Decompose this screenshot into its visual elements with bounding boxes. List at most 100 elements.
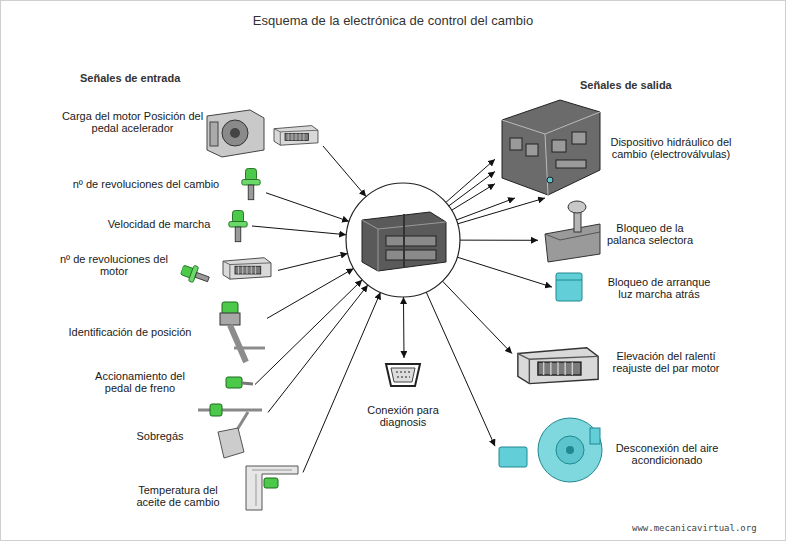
brake-switch xyxy=(226,377,253,388)
watermark: www.mecanicavirtual.org xyxy=(632,523,757,533)
control-unit-picture xyxy=(362,212,446,271)
relay xyxy=(556,280,582,281)
signal-arrow xyxy=(278,253,348,270)
section-heading: Señales de entrada xyxy=(80,72,180,84)
input-signal: Accionamiento del pedal de freno xyxy=(85,368,255,398)
input-signal: nº de revoluciones del motor xyxy=(60,250,278,284)
control-unit-picture xyxy=(386,250,436,260)
signal-arrow xyxy=(255,280,362,385)
signal-arrow xyxy=(323,146,366,197)
selector-lever xyxy=(545,201,600,262)
compressor xyxy=(590,428,600,444)
engine-load-unit xyxy=(222,120,248,146)
input-signal: nº de revoluciones del cambio xyxy=(60,170,266,208)
signal-arrow xyxy=(442,281,512,353)
relay xyxy=(556,273,582,301)
signal-arrow xyxy=(457,257,552,287)
engine-speed-sensor xyxy=(179,262,211,287)
kickdown-pedal xyxy=(198,409,262,412)
signal-arrow xyxy=(266,193,349,222)
hydraulic-unit xyxy=(510,138,522,150)
kickdown-pedal xyxy=(198,404,262,458)
diagnosis-socket xyxy=(386,364,420,386)
hydraulic-unit xyxy=(502,112,600,195)
control-unit-outline xyxy=(346,183,460,297)
signal-label: Elevación del ralentí reajuste del par m… xyxy=(602,350,730,374)
engine-load-unit xyxy=(274,126,318,146)
control-unit-picture xyxy=(362,212,446,271)
position-switch xyxy=(220,313,240,325)
selector-lever xyxy=(545,232,600,240)
signal-arrow xyxy=(452,184,495,211)
engine-speed-sensor xyxy=(179,258,271,287)
signal-label: Identificación de posición xyxy=(52,326,208,338)
oil-temperature-sensor xyxy=(252,470,292,506)
engine-speed-sensor xyxy=(223,258,271,279)
gearbox-speed-sensor xyxy=(242,169,260,200)
signal-arrow xyxy=(426,292,495,446)
diagnosis-connector: Conexión para diagnosis xyxy=(360,358,448,432)
control-unit xyxy=(345,182,461,298)
output-signal: Bloqueo de arranque luz marcha atrás xyxy=(552,270,728,308)
kickdown-pedal xyxy=(218,428,244,458)
oil-temperature-sensor xyxy=(264,478,278,488)
selector-lever xyxy=(568,201,586,213)
hydraulic-unit xyxy=(502,100,600,195)
signal-arrow xyxy=(458,198,545,224)
input-signal: Carga del motor Posición del pedal acele… xyxy=(55,104,323,160)
diagnosis-socket xyxy=(396,372,411,377)
signal-label: Velocidad de marcha xyxy=(100,218,218,230)
hydraulic-unit xyxy=(572,132,586,144)
input-signal: Identificación de posición xyxy=(52,298,267,366)
position-switch xyxy=(222,302,238,314)
signal-label: Dispositivo hidráulico del cambio (elect… xyxy=(601,136,741,160)
compressor xyxy=(499,418,602,482)
position-switch xyxy=(234,347,265,350)
signal-label: Bloqueo de la palanca selectora xyxy=(600,222,700,246)
engine-load-unit xyxy=(207,110,264,157)
signal-arrow xyxy=(403,297,405,358)
control-unit-outline xyxy=(345,182,461,298)
engine-load-unit xyxy=(230,128,240,138)
hydraulic-unit xyxy=(526,144,538,156)
gearbox-speed-sensor xyxy=(242,169,260,200)
position-switch xyxy=(230,325,246,362)
control-unit-picture xyxy=(386,236,436,246)
signal-label: nº de revoluciones del cambio xyxy=(60,178,232,190)
brake-switch xyxy=(226,377,242,388)
hydraulic-unit xyxy=(556,160,586,168)
signal-label: nº de revoluciones del motor xyxy=(60,253,168,277)
diagnosis-socket xyxy=(386,364,420,386)
engine-load-unit xyxy=(207,110,318,157)
signal-label: Carga del motor Posición del pedal acele… xyxy=(55,110,210,134)
road-speed-sensor xyxy=(229,211,247,242)
brake-switch xyxy=(242,383,253,384)
signal-arrow xyxy=(460,240,538,241)
control-unit-picture xyxy=(403,214,405,268)
diagram-title: Esquema de la electrónica de control del… xyxy=(0,13,786,28)
engine-control-unit xyxy=(518,348,598,384)
hydraulic-unit xyxy=(547,177,553,183)
signal-label: Accionamiento del pedal de freno xyxy=(85,370,195,394)
oil-temperature-sensor xyxy=(246,466,298,510)
output-signal: Dispositivo hidráulico del cambio (elect… xyxy=(495,96,745,198)
signal-label: Bloqueo de arranque luz marcha atrás xyxy=(600,276,718,300)
engine-speed-sensor xyxy=(179,262,211,287)
engine-control-unit xyxy=(518,348,598,384)
diagnosis-socket xyxy=(391,368,415,382)
input-signal: Velocidad de marcha xyxy=(100,208,252,248)
hydraulic-unit xyxy=(552,140,566,152)
signal-arrow xyxy=(449,171,495,205)
signal-label: Sobregás xyxy=(130,430,190,442)
input-signal: Sobregás xyxy=(130,400,268,462)
output-signal: Elevación del ralentí reajuste del par m… xyxy=(512,338,744,390)
signal-arrow xyxy=(303,292,380,472)
oil-temperature-sensor xyxy=(246,466,298,510)
signal-arrow xyxy=(252,226,346,235)
relay xyxy=(556,273,582,301)
engine-load-unit xyxy=(210,122,218,146)
signal-label: Desconexión del aire acondicionado xyxy=(605,442,729,466)
compressor xyxy=(499,447,527,467)
